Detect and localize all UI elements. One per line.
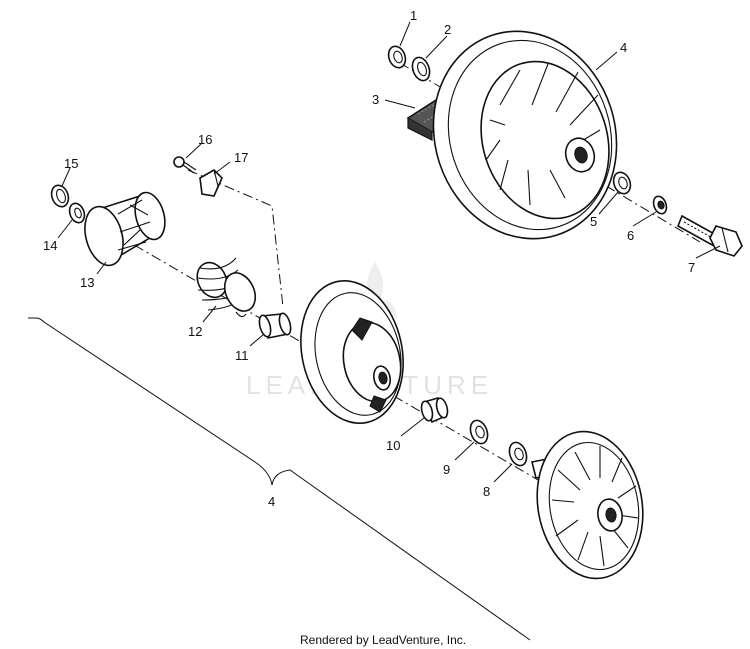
footer-credit: Rendered by LeadVenture, Inc.: [300, 633, 466, 647]
callout-16: 16: [198, 132, 212, 147]
assembly-bracket: [28, 317, 531, 641]
part-1-washer: [387, 45, 407, 69]
callout-14: 14: [43, 238, 57, 253]
callout-8: 8: [483, 484, 490, 499]
callout-6: 6: [627, 228, 634, 243]
part-2-washer: [411, 56, 431, 82]
callout-12: 12: [188, 324, 202, 339]
callout-13: 13: [80, 275, 94, 290]
callout-11: 11: [235, 348, 249, 363]
callout-4: 4: [620, 40, 627, 55]
callout-7: 7: [688, 260, 695, 275]
callout-17: 17: [234, 150, 248, 165]
part-6-lock-washer: [652, 195, 668, 215]
callout-5: 5: [590, 214, 597, 229]
part-movable-sheave: [300, 280, 404, 424]
part-9-washer: [469, 419, 489, 445]
part-4-stationary-sheave: [432, 30, 618, 240]
callout-4-assembly: 4: [268, 494, 275, 509]
callout-3: 3: [372, 92, 379, 107]
callout-15: 15: [64, 156, 78, 171]
part-17-roller: [199, 169, 223, 197]
leader-lines: [57, 21, 721, 483]
part-12-spring: [196, 257, 257, 318]
part-8-washer: [508, 441, 528, 467]
part-16-pin: [173, 156, 197, 174]
part-15-retaining-ring: [50, 184, 70, 208]
callout-10: 10: [386, 438, 400, 453]
part-11-bushing: [258, 312, 292, 339]
part-5-washer: [612, 171, 632, 195]
part-lower-sheave: [531, 430, 644, 580]
callout-9: 9: [443, 462, 450, 477]
callout-1: 1: [410, 8, 417, 23]
part-14-washer: [68, 202, 86, 224]
part-7-bolt: [676, 214, 743, 257]
callout-2: 2: [444, 22, 451, 37]
part-10-bushing: [420, 397, 449, 424]
callout-labels: 1 2 3 4 5 6 7 8 9 10 11 12 13 14 15 16 1…: [43, 8, 695, 509]
part-13-cam: [84, 191, 166, 267]
